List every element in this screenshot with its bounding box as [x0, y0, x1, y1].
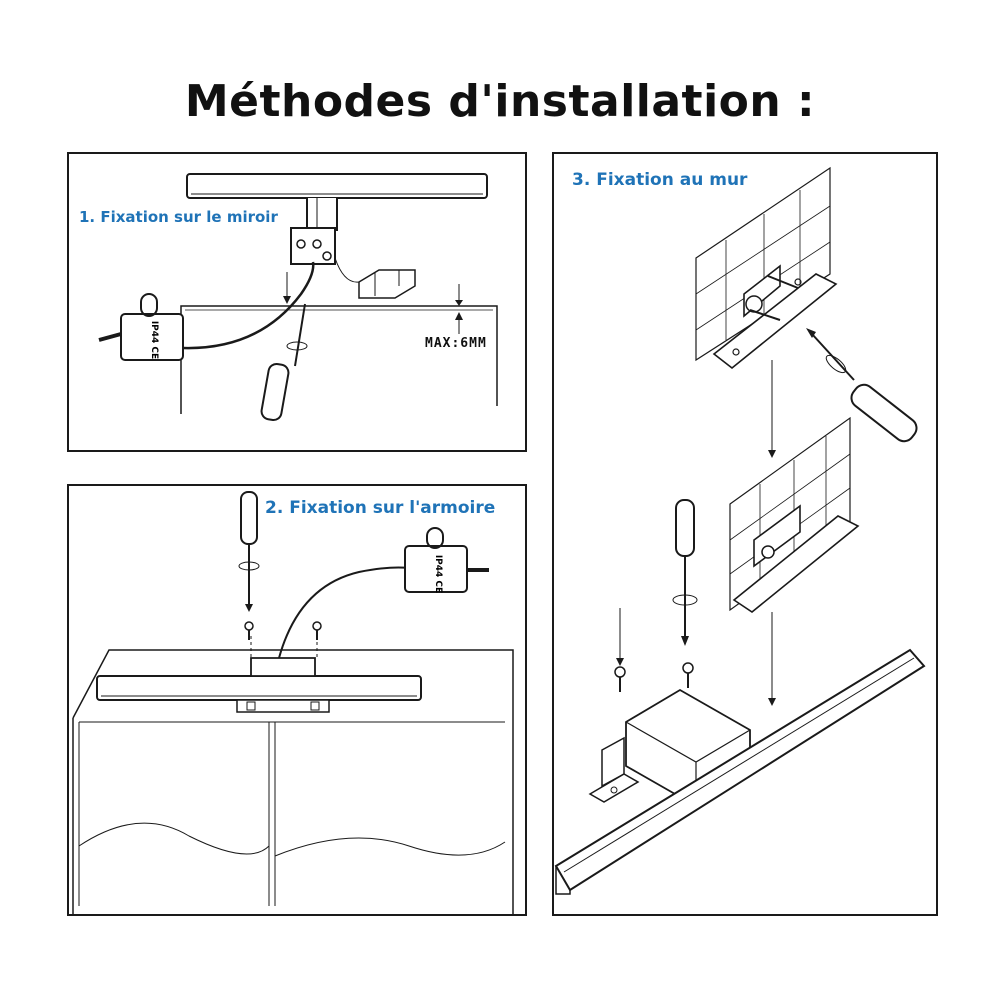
- cable: [182, 261, 315, 350]
- screwdriver-icon: [806, 328, 918, 443]
- panel-wall-mounting: 3. Fixation au mur: [552, 152, 938, 916]
- clamp-piece: [358, 269, 416, 299]
- power-driver: IP44 CE: [404, 527, 468, 593]
- mounting-bracket: [250, 657, 316, 677]
- step-label-wall: 3. Fixation au mur: [572, 170, 748, 190]
- step-label-cabinet: 2. Fixation sur l'armoire: [265, 498, 496, 518]
- wall-plate: [712, 264, 838, 370]
- mounting-bracket: [306, 198, 338, 231]
- mirror-mounting-illustration: IP44 CE: [98, 173, 498, 422]
- screw-icon: [614, 666, 626, 692]
- screwdriver-icon: [260, 303, 308, 422]
- mirror-edge: [180, 305, 498, 414]
- page-title: Méthodes d'installation :: [184, 76, 816, 127]
- power-driver: IP44 CE: [120, 293, 184, 361]
- cabinet-top: [72, 649, 514, 914]
- cable: [278, 566, 410, 659]
- cabinet-mounting-illustration: IP44 CE: [72, 491, 514, 914]
- driver-label: IP44 CE: [433, 555, 443, 593]
- screw-icon: [312, 621, 322, 640]
- screwdriver-icon: [238, 491, 260, 612]
- screwdriver-icon: [672, 499, 698, 646]
- driver-label: IP44 CE: [149, 321, 159, 359]
- wall-mounting-illustration: [554, 166, 926, 895]
- screw-icon: [682, 662, 694, 688]
- panel-cabinet-mounting: IP44 CE 2. Fixation sur l'armoire: [67, 484, 527, 916]
- step-label-mirror: 1. Fixation sur le miroir: [79, 208, 278, 226]
- light-bar: [554, 648, 926, 895]
- wall-plate: [732, 515, 860, 613]
- cabinet-door-curve: [78, 822, 270, 855]
- screw-icon: [244, 621, 254, 640]
- panel-mirror-mounting: IP44 CE 1. Fixation sur le miroir MAX:6M…: [67, 152, 527, 452]
- max-thickness-label: MAX:6MM: [425, 336, 487, 351]
- wall-tiles: [695, 166, 831, 362]
